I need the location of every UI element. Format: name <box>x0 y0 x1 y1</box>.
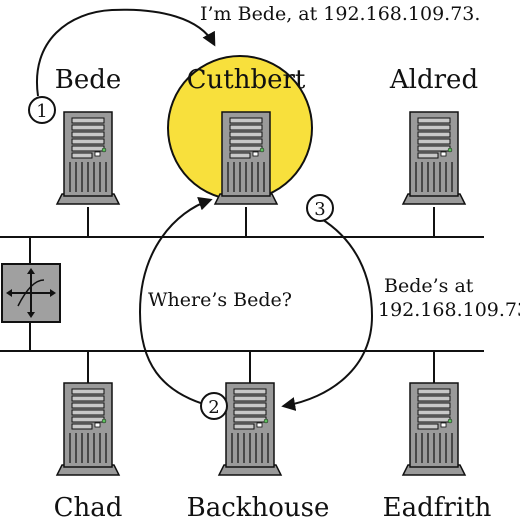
host-label-eadfrith: Eadfrith <box>383 493 492 521</box>
reply-message-line1: Bede’s at <box>384 275 474 297</box>
eadfrith-server-icon <box>402 382 466 476</box>
svg-text:2: 2 <box>208 397 219 418</box>
host-label-backhouse: Backhouse <box>187 493 330 521</box>
host-label-cuthbert: Cuthbert <box>187 65 306 95</box>
aldred-server-icon <box>402 111 466 205</box>
bede-server-icon <box>56 111 120 205</box>
svg-text:3: 3 <box>314 199 325 220</box>
query-message: Where’s Bede? <box>148 289 292 311</box>
backhouse-server-icon <box>218 382 282 476</box>
step-3-badge: 3 <box>306 194 334 222</box>
step-1-badge: 1 <box>28 96 56 124</box>
host-label-bede: Bede <box>55 65 122 95</box>
reply-message-line2: 192.168.109.73 <box>378 299 520 321</box>
cuthbert-server-icon <box>214 111 278 205</box>
host-label-aldred: Aldred <box>389 65 478 95</box>
chad-server-icon <box>56 382 120 476</box>
host-label-chad: Chad <box>54 493 123 521</box>
step-2-badge: 2 <box>200 392 228 420</box>
svg-text:1: 1 <box>36 101 47 122</box>
query-arrow <box>138 197 213 407</box>
router-icon <box>1 263 61 323</box>
reply-arrow <box>281 217 374 411</box>
announcement-message: I’m Bede, at 192.168.109.73. <box>200 3 480 25</box>
announce-arrow <box>35 8 216 97</box>
